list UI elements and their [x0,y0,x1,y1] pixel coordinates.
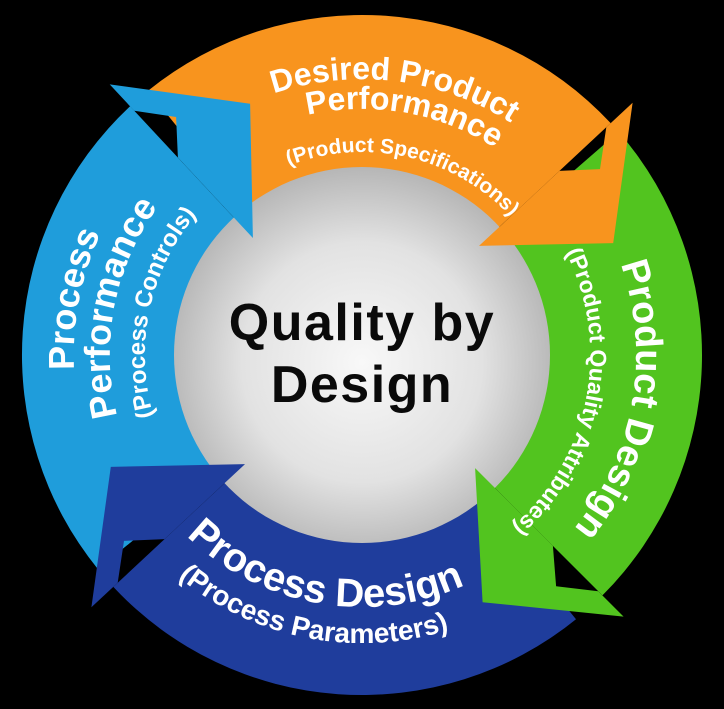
desired-product-performance-arrow-body [148,14,611,229]
product-design-arrowhead [475,468,624,617]
process-performance-arrowhead [109,84,253,239]
center-circle [174,167,550,543]
process-performance-arrow-body [21,106,236,570]
process-design-arrow-body [113,481,577,696]
arrow-ring-layer [21,14,703,696]
process-design-arrowhead [91,464,246,608]
center-title-line1: Quality by [229,294,495,352]
product-design-arrow-body [492,131,703,596]
arrow-heads-layer [91,84,633,617]
desired-product-performance-arrowhead [479,102,633,246]
center-title-line2: Design [271,356,453,414]
